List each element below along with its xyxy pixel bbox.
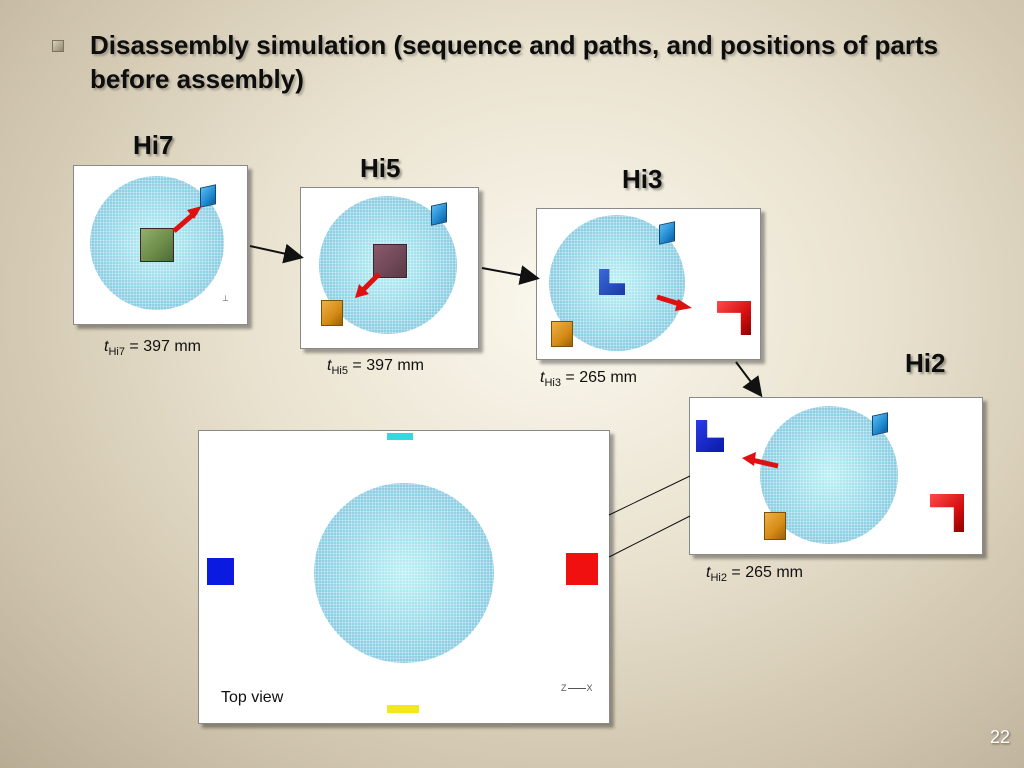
caption-hi2: tHi2 = 265 mm (706, 564, 804, 585)
cyan-part (387, 433, 413, 440)
orange-part (551, 321, 573, 347)
inner-box-part (373, 244, 407, 278)
caption-hi7: tHi7 = 397 mm (104, 338, 202, 359)
blue-part (207, 558, 234, 585)
arrow-hi7-to-hi5 (249, 243, 304, 264)
orange-part (764, 512, 786, 540)
panel-hi5 (300, 187, 479, 349)
disassembly-arrow (172, 206, 202, 233)
page-number: 22 (989, 727, 1010, 747)
stage-label-hi5: Hi5 (360, 153, 401, 183)
sphere-image (314, 483, 494, 663)
inner-cube-part (140, 228, 174, 262)
orange-part (321, 300, 343, 326)
caption-hi5: tHi5 = 397 mm (327, 357, 425, 378)
panel-hi7: ⊥ (73, 165, 248, 325)
disassembly-arrow (742, 452, 779, 469)
arrow-hi5-to-hi3 (481, 265, 540, 285)
caption-hi3: tHi3 = 265 mm (540, 369, 638, 390)
stage-label-hi7: Hi7 (133, 130, 174, 160)
stage-label-hi3: Hi3 (622, 164, 663, 194)
zoom-line-top (608, 475, 691, 516)
arrow-hi3-to-hi2 (735, 361, 763, 398)
axis-triad-icon: ⊥ (222, 294, 229, 303)
stage-label-hi2: Hi2 (905, 348, 946, 378)
bullet-icon (52, 40, 64, 52)
panel-hi3 (536, 208, 761, 360)
disassembly-arrow (656, 294, 692, 311)
top-view-label: Top view (221, 689, 284, 706)
red-part (566, 553, 598, 585)
slide-title: Disassembly simulation (sequence and pat… (90, 30, 939, 94)
zoom-line-bottom (608, 515, 691, 558)
panel-hi2 (689, 397, 983, 555)
disassembly-arrow (355, 272, 381, 298)
yellow-part (387, 705, 419, 713)
